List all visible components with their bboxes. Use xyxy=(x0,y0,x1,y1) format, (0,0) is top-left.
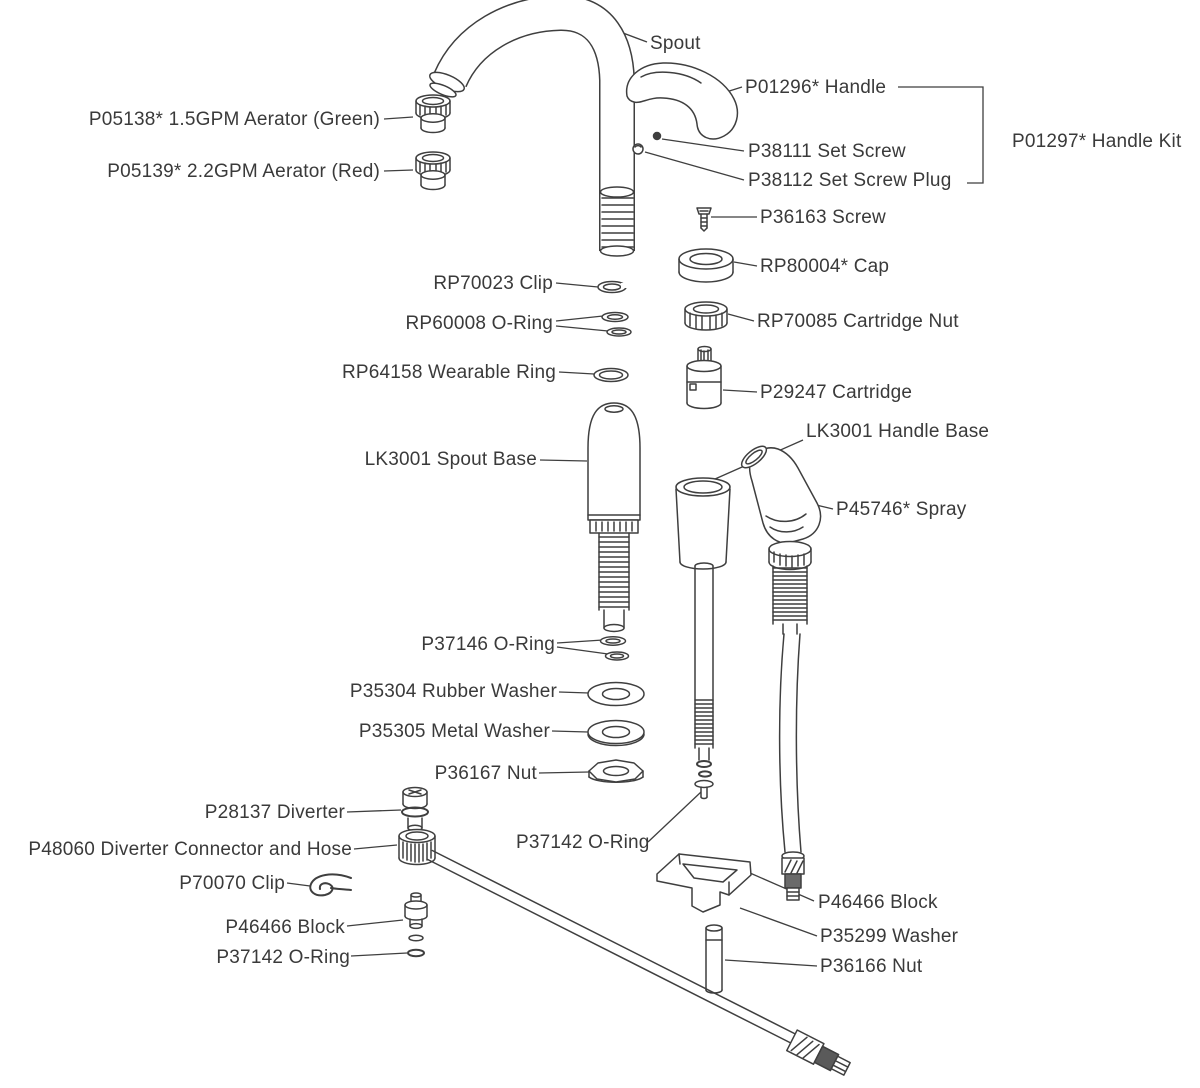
clip-p70070-drawing xyxy=(309,873,352,897)
label-p37142-o-ring-left: P37142 O-Ring xyxy=(216,947,350,968)
leader-lines xyxy=(286,29,984,967)
label-p36166-nut: P36166 Nut xyxy=(820,956,923,977)
label-p01297-handle-kit: P01297* Handle Kit xyxy=(1012,131,1182,152)
o-rings-rp60008-drawing xyxy=(601,311,632,337)
label-p45746-spray: P45746* Spray xyxy=(836,499,967,520)
label-p35305-metal-washer: P35305 Metal Washer xyxy=(358,721,550,742)
wearable-ring-drawing xyxy=(593,367,629,383)
hose-end-connector xyxy=(786,1029,851,1076)
screw-drawing xyxy=(696,207,712,232)
handle-kit-bracket xyxy=(898,86,984,184)
diverter-connector-hose-drawing xyxy=(398,828,851,1076)
metal-washer-drawing xyxy=(587,719,645,747)
label-rp80004-cap: RP80004* Cap xyxy=(760,256,890,277)
label-p38111-set-screw: P38111 Set Screw xyxy=(748,141,906,162)
label-rp60008-o-ring: RP60008 O-Ring xyxy=(405,313,553,334)
label-p36167-nut: P36167 Nut xyxy=(434,763,537,784)
spray-drawing xyxy=(740,445,822,901)
label-rp70085-cartridge-nut: RP70085 Cartridge Nut xyxy=(757,311,959,332)
label-p38112-set-screw-plug: P38112 Set Screw Plug xyxy=(748,170,952,191)
clip-rp70023-drawing xyxy=(597,280,629,294)
nut-p36167-drawing xyxy=(588,759,644,783)
mounting-bracket-drawing xyxy=(656,853,752,913)
cap-drawing xyxy=(678,248,734,283)
block-left-drawing xyxy=(404,892,428,942)
set-screw-drawing xyxy=(652,131,662,141)
label-p35304-rubber-washer: P35304 Rubber Washer xyxy=(349,681,557,702)
label-p05139-aerator-red: P05139* 2.2GPM Aerator (Red) xyxy=(107,161,380,182)
label-rp64158-wearable-ring: RP64158 Wearable Ring xyxy=(341,362,556,383)
label-lk3001-handle-base: LK3001 Handle Base xyxy=(806,421,990,442)
label-lk3001-spout-base: LK3001 Spout Base xyxy=(364,449,537,470)
label-spout: Spout xyxy=(650,33,701,54)
label-p01296-handle: P01296* Handle xyxy=(745,77,887,98)
label-p46466-block-left: P46466 Block xyxy=(225,917,345,938)
label-p37142-o-ring-center: P37142 O-Ring xyxy=(516,832,650,853)
label-p29247-cartridge: P29247 Cartridge xyxy=(760,382,913,403)
aerator-green-drawing xyxy=(415,94,451,134)
rubber-washer-drawing xyxy=(587,681,645,707)
aerator-red-drawing xyxy=(415,151,451,191)
label-p28137-diverter: P28137 Diverter xyxy=(204,802,345,823)
nut-p36166-drawing xyxy=(705,924,723,994)
cartridge-drawing xyxy=(686,345,722,410)
spray-hose-connector xyxy=(781,851,805,901)
label-p36163-screw: P36163 Screw xyxy=(760,207,886,228)
set-screw-plug-drawing xyxy=(632,143,644,155)
handle-drawing xyxy=(625,62,739,140)
cartridge-nut-drawing xyxy=(684,301,728,331)
handle-base-drawing xyxy=(675,477,731,800)
label-p35299-washer: P35299 Washer xyxy=(820,926,959,947)
spout-base-drawing xyxy=(587,402,641,633)
label-p05138-aerator-green: P05138* 1.5GPM Aerator (Green) xyxy=(88,109,380,130)
o-rings-p37146-drawing xyxy=(599,636,630,661)
label-rp70023-clip: RP70023 Clip xyxy=(433,273,553,294)
spout-drawing xyxy=(429,0,635,257)
o-ring-left-drawing xyxy=(407,948,425,958)
label-p37146-o-ring: P37146 O-Ring xyxy=(421,634,555,655)
diverter-drawing xyxy=(401,786,429,832)
label-p70070-clip: P70070 Clip xyxy=(179,873,285,894)
label-p46466-block-right: P46466 Block xyxy=(818,892,938,913)
label-p48060-diverter-connector: P48060 Diverter Connector and Hose xyxy=(28,839,352,860)
